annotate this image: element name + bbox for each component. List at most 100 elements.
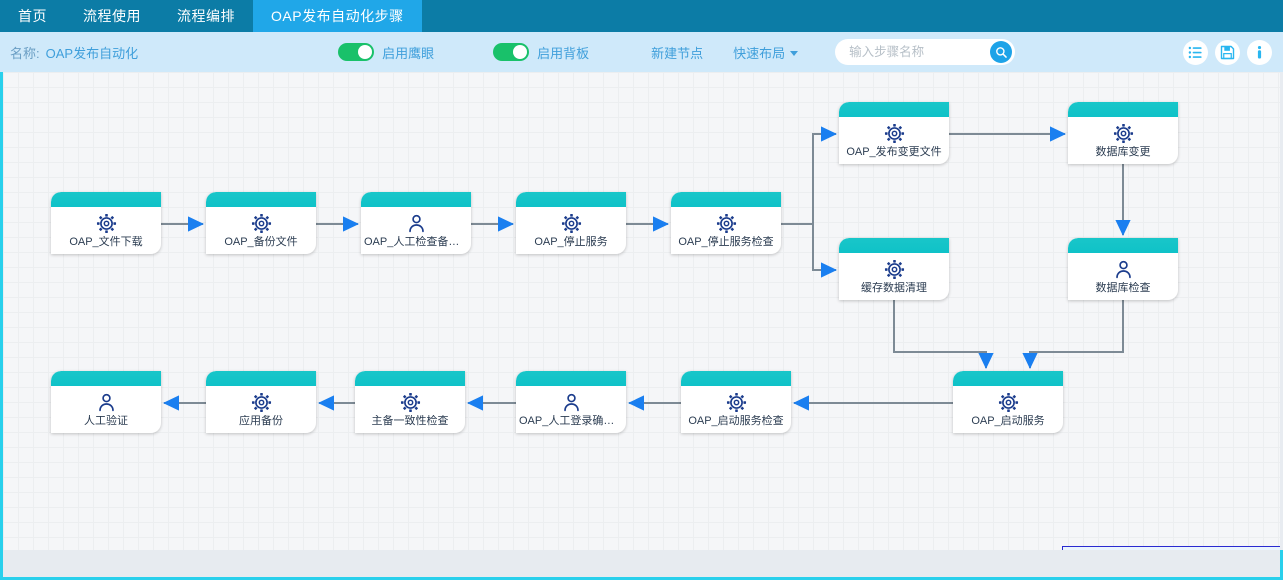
node-icon (96, 213, 117, 235)
node-label: OAP_文件下载 (69, 235, 143, 248)
gear-icon (726, 392, 746, 413)
node-label: 应用备份 (239, 414, 283, 427)
search-box[interactable] (835, 39, 1016, 65)
node-body: 数据库变更 (1068, 117, 1178, 164)
node-header (516, 371, 626, 386)
flow-node[interactable]: OAP_备份文件 (206, 192, 316, 254)
flow-node[interactable]: OAP_停止服务 (516, 192, 626, 254)
node-body: OAP_启动服务检查 (681, 386, 791, 433)
node-label: OAP_人工登录确认... (519, 414, 623, 427)
new-node-button[interactable]: 新建节点 (651, 45, 704, 61)
flow-node[interactable]: OAP_人工检查备份... (361, 192, 471, 254)
backboard-toggle-group[interactable]: 启用背板 (493, 43, 589, 62)
top-tab-bar: 首页 流程使用 流程编排 OAP发布自动化步骤 (0, 0, 1283, 32)
info-icon-button[interactable] (1247, 39, 1272, 65)
node-body: 主备一致性检查 (355, 386, 465, 433)
tab-process-orchestration[interactable]: 流程编排 (177, 8, 235, 24)
node-label: OAP_启动服务 (971, 414, 1045, 427)
editor-toolbar: 名称: OAP发布自动化 启用鹰眼 启用背板 新建节点 快速布局 (0, 32, 1283, 72)
node-icon (1113, 123, 1134, 145)
node-icon (716, 213, 737, 235)
save-icon (1220, 45, 1235, 59)
node-icon (1113, 259, 1134, 281)
node-label: 缓存数据清理 (861, 281, 927, 294)
flow-node[interactable]: OAP_人工登录确认... (516, 371, 626, 433)
search-button[interactable] (990, 41, 1013, 63)
node-header (1068, 102, 1178, 117)
gear-icon (561, 213, 581, 234)
node-icon (251, 392, 272, 414)
gear-icon (884, 123, 904, 144)
node-body: 缓存数据清理 (839, 253, 949, 300)
node-label: OAP_备份文件 (224, 235, 298, 248)
node-body: OAP_文件下载 (51, 207, 161, 254)
flow-node[interactable]: OAP_停止服务检查 (671, 192, 781, 254)
node-icon (406, 213, 427, 235)
node-label: OAP_停止服务 (534, 235, 608, 248)
status-bar (0, 550, 1283, 580)
node-body: 应用备份 (206, 386, 316, 433)
eagle-eye-toggle-group[interactable]: 启用鹰眼 (338, 43, 434, 62)
minimap[interactable] (1062, 546, 1280, 550)
tab-home[interactable]: 首页 (18, 8, 47, 24)
gear-icon (96, 213, 116, 234)
node-icon (726, 392, 747, 414)
list-icon (1188, 46, 1202, 58)
node-body: OAP_启动服务 (953, 386, 1063, 433)
flow-node[interactable]: OAP_文件下载 (51, 192, 161, 254)
gear-icon (716, 213, 736, 234)
node-body: OAP_发布变更文件 (839, 117, 949, 164)
gear-icon (884, 259, 904, 280)
node-body: OAP_人工检查备份... (361, 207, 471, 254)
node-icon (998, 392, 1019, 414)
node-header (516, 192, 626, 207)
person-icon (98, 393, 114, 412)
flow-connectors (161, 126, 1131, 411)
node-body: OAP_人工登录确认... (516, 386, 626, 433)
flow-name-value: OAP发布自动化 (45, 45, 139, 61)
backboard-toggle[interactable] (493, 43, 530, 61)
node-icon (96, 392, 117, 414)
chevron-down-icon (790, 50, 799, 56)
flow-node[interactable]: 缓存数据清理 (839, 238, 949, 300)
node-icon (561, 213, 582, 235)
node-header (839, 102, 949, 117)
node-label: 主备一致性检查 (371, 414, 449, 427)
quick-layout-button[interactable]: 快速布局 (733, 43, 799, 62)
node-header (839, 238, 949, 253)
gear-icon (998, 392, 1018, 413)
node-header (206, 371, 316, 386)
node-header (51, 371, 161, 386)
toolbar-icon-group (1183, 39, 1272, 65)
node-label: OAP_人工检查备份... (364, 235, 468, 248)
tab-oap-release-automation-steps[interactable]: OAP发布自动化步骤 (253, 0, 422, 32)
node-icon (400, 392, 421, 414)
person-icon (563, 393, 579, 412)
person-icon (408, 214, 424, 233)
node-icon (884, 259, 905, 281)
flow-node[interactable]: 人工验证 (51, 371, 161, 433)
flow-node[interactable]: OAP_发布变更文件 (839, 102, 949, 164)
flow-canvas[interactable]: OAP_文件下载 OAP_备份文件 OAP_人工检查备份... OAP_停止服务 OAP… (3, 72, 1280, 550)
list-icon-button[interactable] (1183, 39, 1208, 65)
node-header (671, 192, 781, 207)
flow-node[interactable]: OAP_启动服务检查 (681, 371, 791, 433)
node-header (681, 371, 791, 386)
eagle-eye-toggle[interactable] (338, 43, 375, 61)
node-icon (561, 392, 582, 414)
node-label: 数据库检查 (1095, 281, 1151, 294)
flow-node[interactable]: 应用备份 (206, 371, 316, 433)
tab-process-usage[interactable]: 流程使用 (83, 8, 141, 24)
flow-node[interactable]: 主备一致性检查 (355, 371, 465, 433)
node-label: OAP_停止服务检查 (678, 235, 774, 248)
connector (1022, 300, 1124, 369)
flow-node[interactable]: 数据库变更 (1068, 102, 1178, 164)
eagle-eye-label: 启用鹰眼 (382, 45, 435, 61)
save-icon-button[interactable] (1215, 39, 1240, 65)
flow-node[interactable]: OAP_启动服务 (953, 371, 1063, 433)
node-body: 数据库检查 (1068, 253, 1178, 300)
flow-node[interactable]: 数据库检查 (1068, 238, 1178, 300)
node-body: OAP_停止服务检查 (671, 207, 781, 254)
search-input[interactable] (847, 44, 977, 60)
